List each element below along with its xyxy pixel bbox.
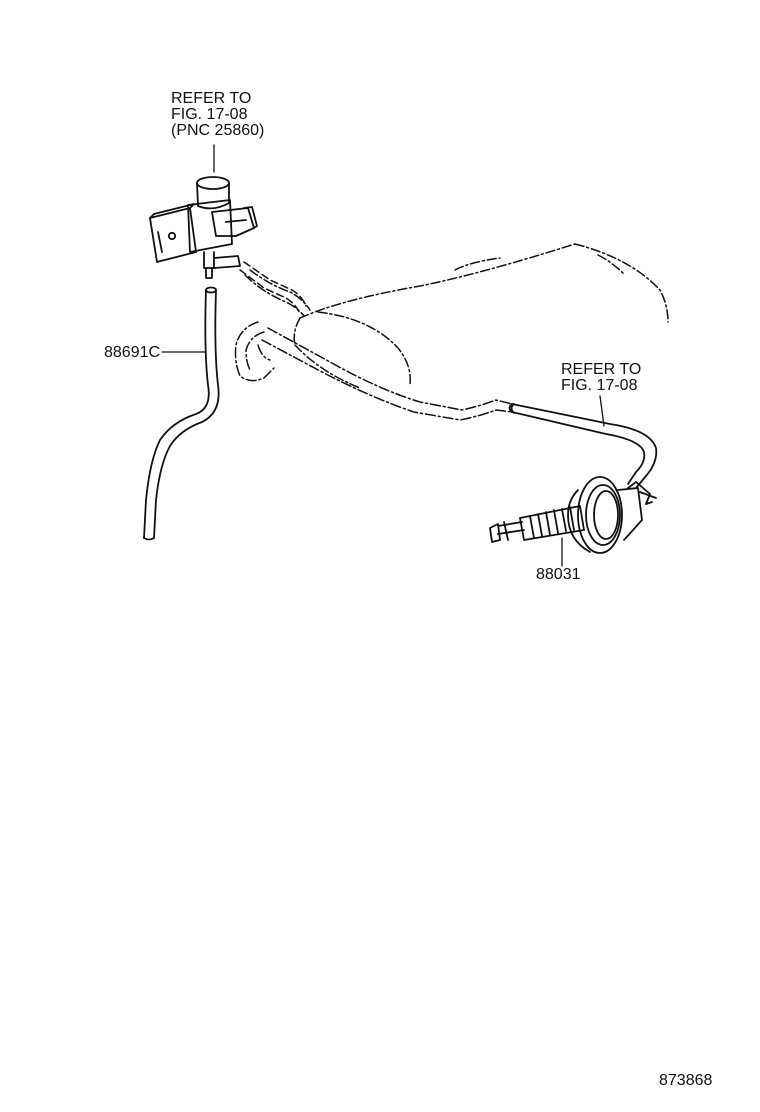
leader-lines [161, 144, 605, 567]
vsv-solenoid-valve [149, 176, 258, 279]
callout-line: (PNC 25860) [171, 122, 265, 139]
dashed-hose-upper [239, 261, 307, 315]
part-number-hose: 88691C [104, 344, 161, 361]
vacuum-line [234, 321, 513, 421]
callout-line: FIG. 17-08 [561, 377, 638, 394]
callout-line: REFER TO [171, 90, 252, 107]
callout-line: FIG. 17-08 [171, 106, 248, 123]
actuator-88031 [489, 476, 657, 554]
engine-outline [244, 243, 669, 389]
callout-line: REFER TO [561, 361, 642, 378]
actuator-hose [508, 403, 658, 489]
hose-88691c [143, 286, 220, 541]
part-number-actuator: 88031 [536, 566, 581, 583]
callout-refer-fig-17-08: REFER TO FIG. 17-08 [561, 362, 641, 394]
drawing-number: 873868 [659, 1072, 713, 1089]
callout-refer-fig-17-08-pnc: REFER TO FIG. 17-08 (PNC 25860) [171, 91, 264, 139]
